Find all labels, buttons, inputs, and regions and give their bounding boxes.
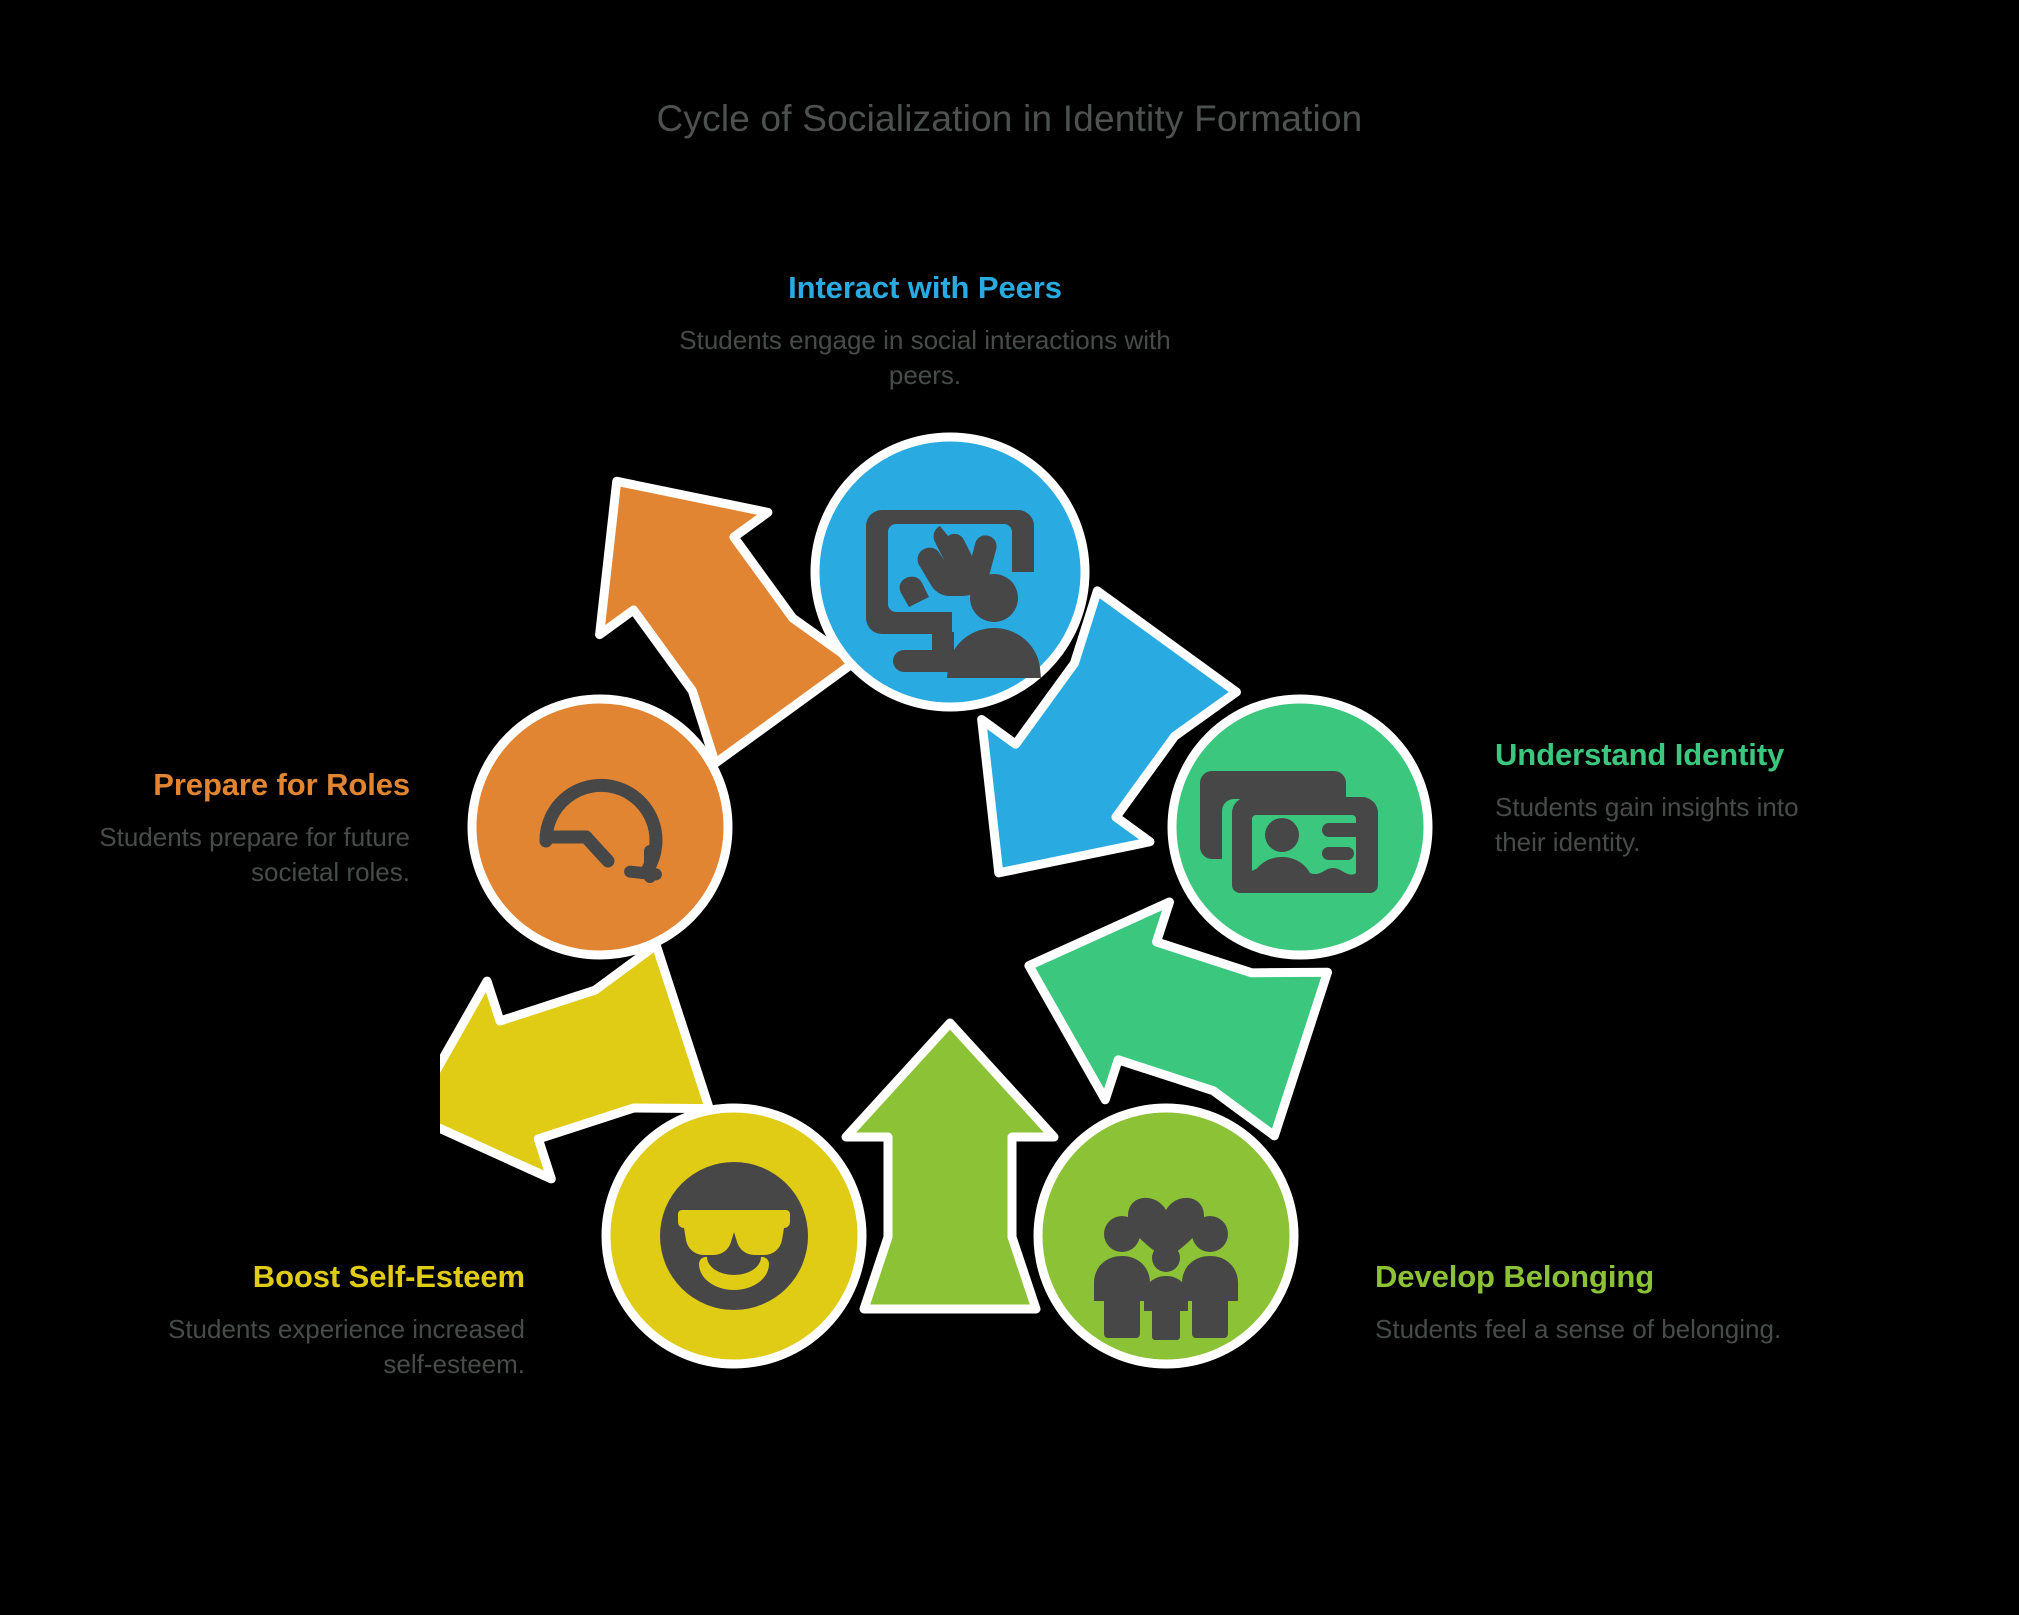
cycle-wheel [440, 430, 1460, 1450]
node-label-belonging: Develop Belonging Students feel a sense … [1375, 1257, 1805, 1347]
node-label-interact: Interact with Peers Students engage in s… [665, 268, 1185, 392]
node-description-belonging: Students feel a sense of belonging. [1375, 1314, 1782, 1345]
node-circle-roles[interactable] [467, 694, 733, 960]
node-label-roles: Prepare for Roles Students prepare for f… [65, 765, 410, 889]
node-title-belonging: Develop Belonging [1375, 1259, 1655, 1294]
arrow-belonging-to-esteem [846, 1023, 1054, 1309]
node-title-understand: Understand Identity [1495, 737, 1785, 772]
node-label-esteem: Boost Self-Esteem Students experience in… [120, 1257, 525, 1381]
presentation-person-icon [866, 510, 1041, 678]
rotate-clock-icon [539, 778, 663, 883]
node-circle-belonging[interactable] [1033, 1103, 1299, 1369]
node-description-roles: Students prepare for future societal rol… [99, 822, 410, 887]
sunglasses-smiley-icon [660, 1162, 808, 1310]
node-title-esteem: Boost Self-Esteem [252, 1259, 525, 1294]
node-title-interact: Interact with Peers [788, 270, 1062, 305]
node-description-esteem: Students experience increased self-estee… [167, 1314, 525, 1379]
node-circle-esteem[interactable] [601, 1103, 867, 1369]
page-title: Cycle of Socialization in Identity Forma… [656, 98, 1363, 139]
family-heart-icon [1094, 1197, 1238, 1340]
node-description-understand: Students gain insights into their identi… [1495, 792, 1799, 857]
node-title-roles: Prepare for Roles [153, 767, 410, 802]
id-card-icon [1200, 771, 1378, 893]
node-circle-interact[interactable] [810, 432, 1090, 712]
node-description-interact: Students engage in social interactions w… [679, 325, 1171, 390]
node-circle-understand[interactable] [1167, 694, 1433, 960]
node-label-understand: Understand Identity Students gain insigh… [1495, 735, 1825, 859]
